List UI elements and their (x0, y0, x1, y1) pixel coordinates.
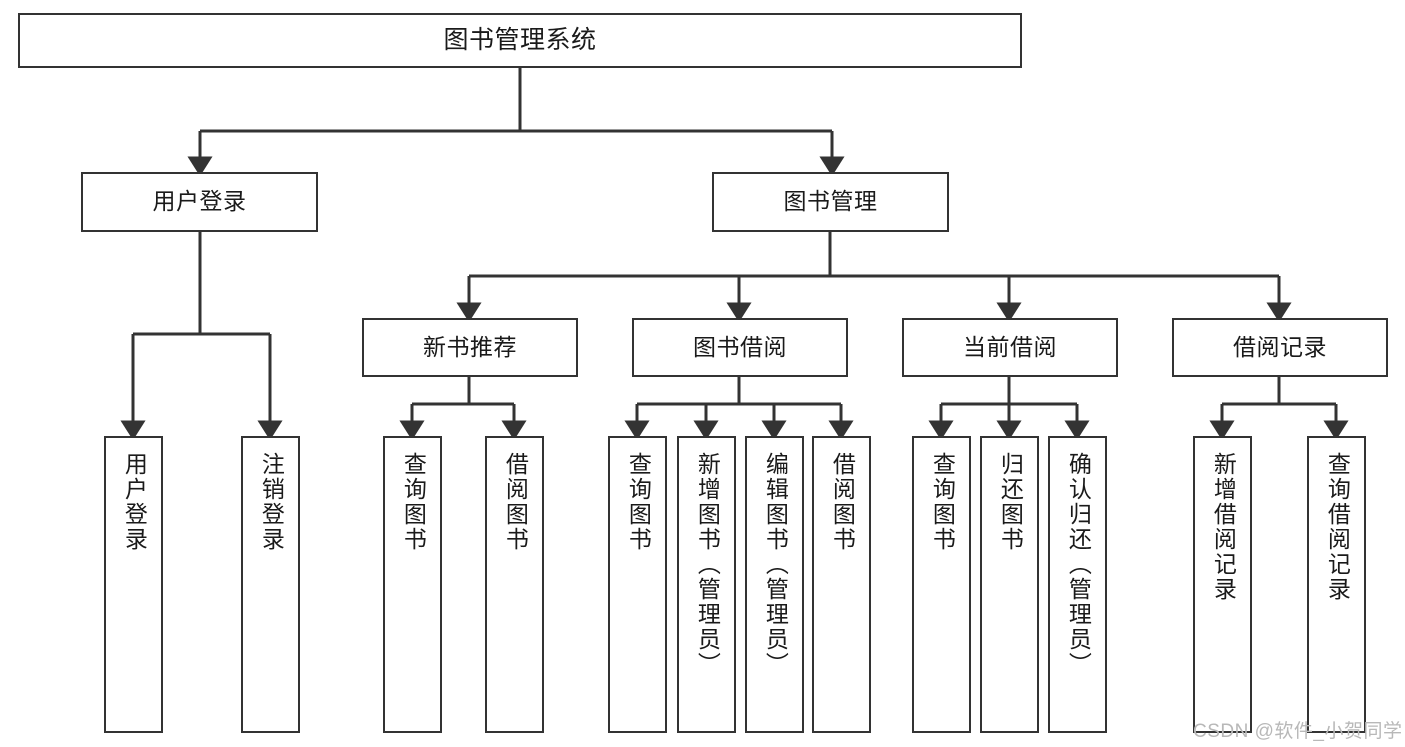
node-label: 编辑图书（管理员） (762, 452, 789, 677)
leaf-borrow-book-1[interactable]: 借阅图书 (485, 436, 544, 733)
node-label: 当前借阅 (963, 333, 1057, 360)
node-book-manage[interactable]: 图书管理 (712, 172, 949, 232)
node-label: 归还图书 (997, 452, 1024, 552)
leaf-logout[interactable]: 注销登录 (241, 436, 300, 733)
node-label: 确认归还（管理员） (1065, 452, 1092, 677)
leaf-user-login[interactable]: 用户登录 (104, 436, 163, 733)
leaf-query-book-2[interactable]: 查询图书 (608, 436, 667, 733)
leaf-query-book-1[interactable]: 查询图书 (383, 436, 442, 733)
leaf-query-book-3[interactable]: 查询图书 (912, 436, 971, 733)
node-label: 图书管理 (783, 188, 878, 215)
node-label: 查询借阅记录 (1324, 452, 1351, 602)
leaf-return-book[interactable]: 归还图书 (980, 436, 1039, 733)
node-root-system[interactable]: 图书管理系统 (18, 13, 1022, 68)
leaf-add-record[interactable]: 新增借阅记录 (1193, 436, 1252, 733)
node-label: 用户登录 (121, 452, 148, 552)
node-label: 借阅图书 (502, 452, 529, 552)
node-user-login[interactable]: 用户登录 (81, 172, 318, 232)
node-label: 用户登录 (152, 188, 247, 215)
node-book-borrow[interactable]: 图书借阅 (632, 318, 848, 377)
node-label: 借阅图书 (829, 452, 856, 552)
node-current-borrow[interactable]: 当前借阅 (902, 318, 1118, 377)
node-label: 注销登录 (258, 452, 285, 552)
node-label: 查询图书 (625, 452, 652, 552)
node-label: 图书借阅 (693, 333, 787, 360)
node-label: 借阅记录 (1233, 333, 1327, 360)
node-label: 新书推荐 (423, 333, 517, 360)
leaf-confirm-return[interactable]: 确认归还（管理员） (1048, 436, 1107, 733)
node-label: 新增图书（管理员） (694, 452, 721, 677)
node-borrow-record[interactable]: 借阅记录 (1172, 318, 1388, 377)
node-label: 查询图书 (400, 452, 427, 552)
leaf-add-book[interactable]: 新增图书（管理员） (677, 436, 736, 733)
node-label: 查询图书 (929, 452, 956, 552)
node-label: 图书管理系统 (443, 25, 597, 54)
node-new-book-rec[interactable]: 新书推荐 (362, 318, 578, 377)
node-label: 新增借阅记录 (1210, 452, 1237, 602)
leaf-edit-book[interactable]: 编辑图书（管理员） (745, 436, 804, 733)
leaf-borrow-book-2[interactable]: 借阅图书 (812, 436, 871, 733)
csdn-watermark: CSDN @软件_小贺同学 (1193, 721, 1403, 742)
leaf-query-record[interactable]: 查询借阅记录 (1307, 436, 1366, 733)
